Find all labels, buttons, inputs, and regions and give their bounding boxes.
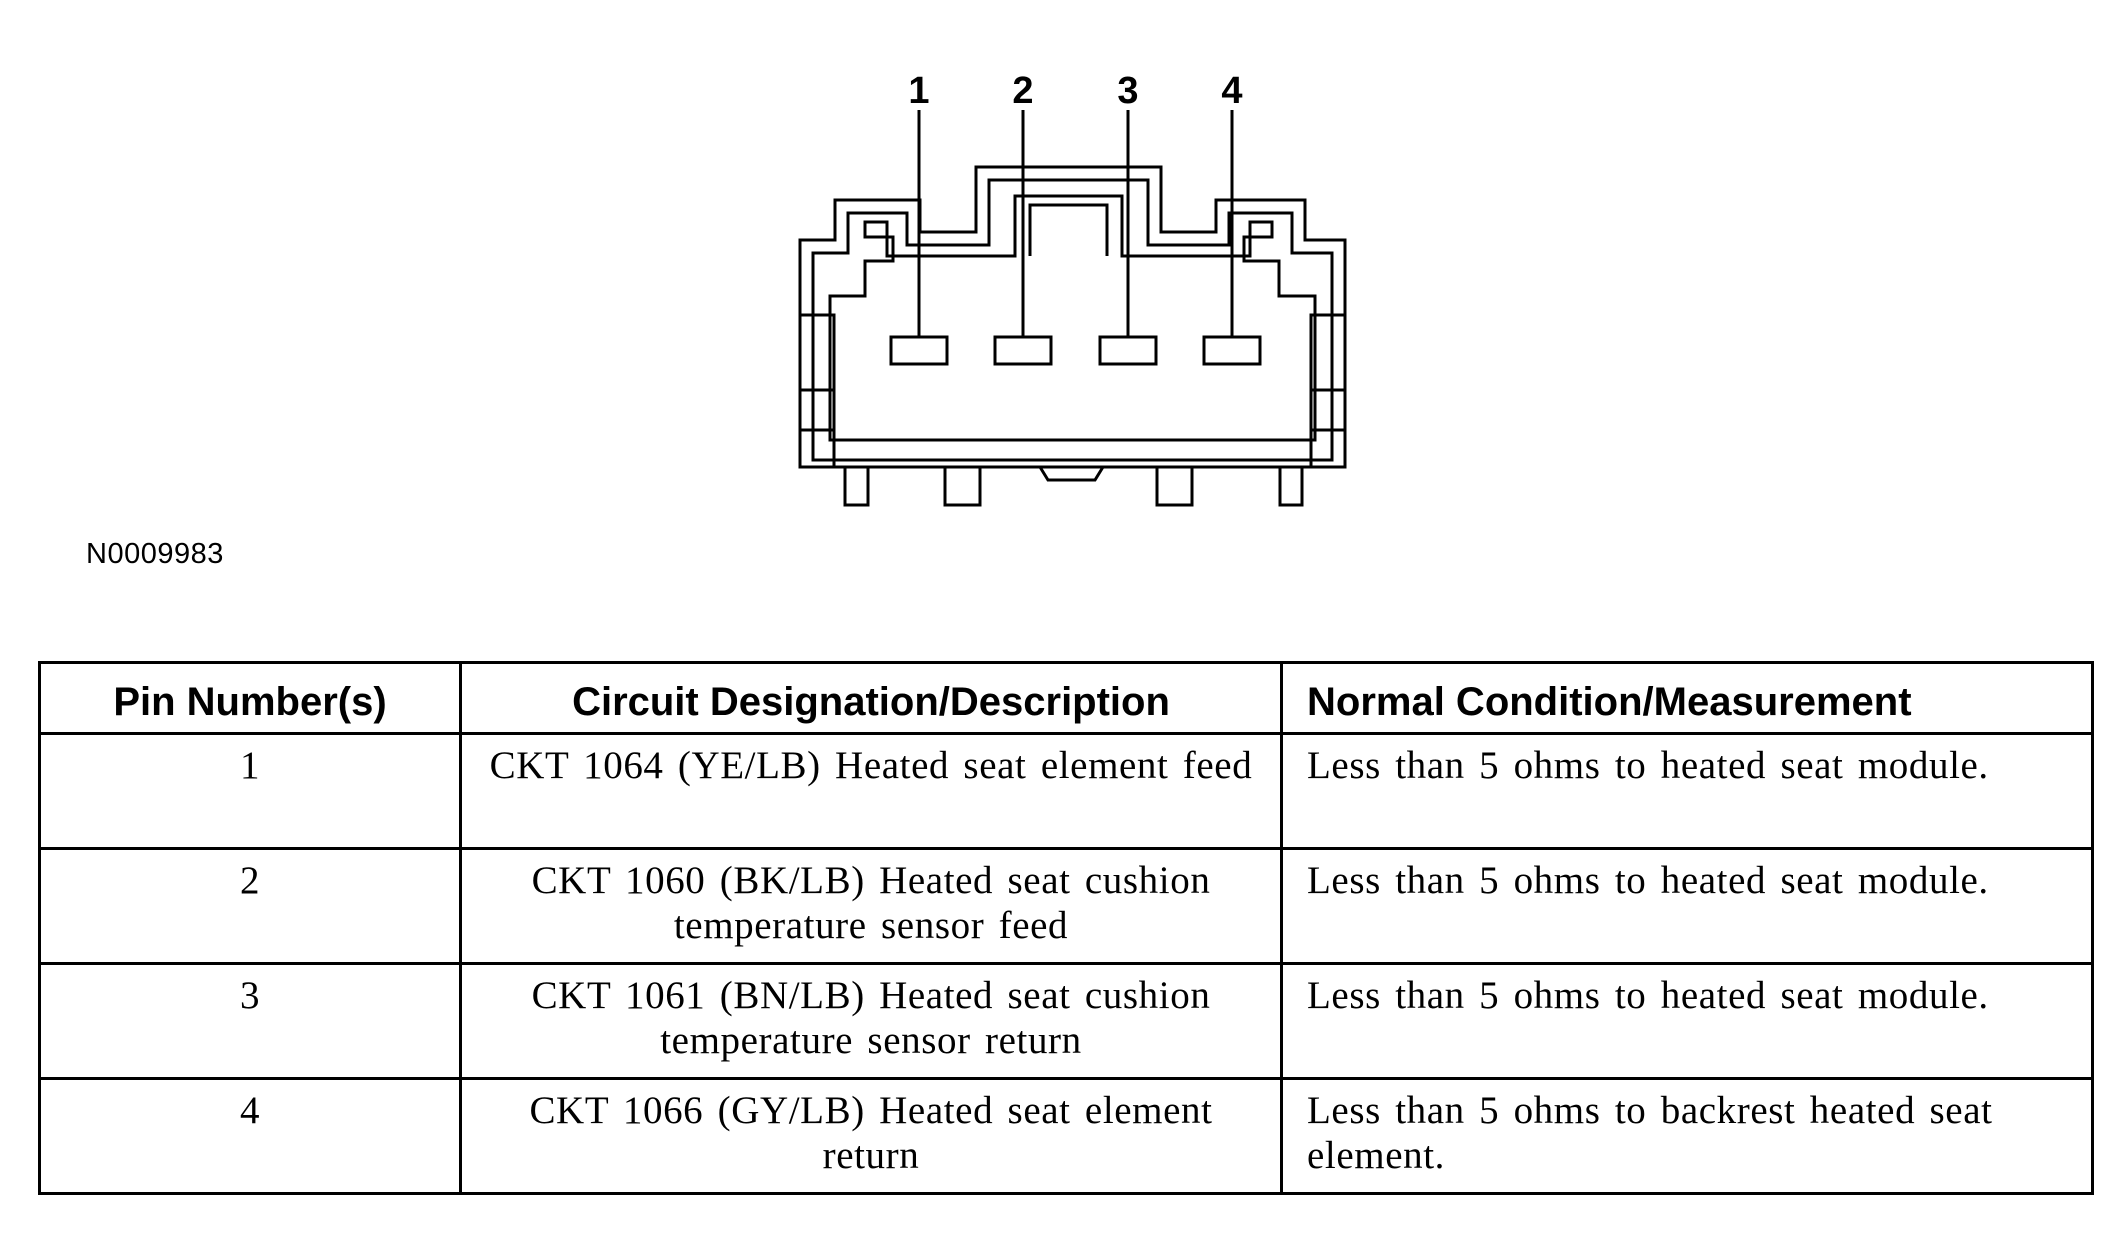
- cell-circuit: CKT 1066 (GY/LB) Heated seat element ret…: [459, 1077, 1283, 1195]
- pin-label-1: 1: [908, 70, 929, 112]
- cell-pin: 1: [38, 732, 462, 850]
- cell-pin: 3: [38, 962, 462, 1080]
- cell-condition: Less than 5 ohms to heated seat module.: [1280, 732, 2094, 850]
- pin-terminal-2: [993, 335, 1053, 366]
- pin-terminal-4: [1202, 335, 1262, 366]
- header-condition: Normal Condition/Measurement: [1280, 661, 2094, 735]
- pin-terminal-3: [1098, 335, 1158, 366]
- connector-bottom-key: [1038, 466, 1105, 482]
- connector-side-latch-left: [800, 313, 836, 467]
- connector-key: [1013, 196, 1124, 256]
- pin-label-3: 3: [1117, 70, 1138, 112]
- cell-pin: 2: [38, 847, 462, 965]
- pin-label-4: 4: [1221, 70, 1242, 112]
- connector-cavity: [828, 194, 1317, 442]
- cell-condition: Less than 5 ohms to heated seat module.: [1280, 962, 2094, 1080]
- table-row: 1 CKT 1064 (YE/LB) Heated seat element f…: [38, 732, 2094, 850]
- header-pin-number: Pin Number(s): [38, 661, 462, 735]
- connector-foot-4: [1278, 467, 1304, 507]
- connector-side-latch-right: [1309, 313, 1345, 467]
- cell-condition: Less than 5 ohms to heated seat module.: [1280, 847, 2094, 965]
- connector-face-diagram: 1 2 3 4: [798, 70, 1347, 507]
- table-row: 3 CKT 1061 (BN/LB) Heated seat cushion t…: [38, 962, 2094, 1080]
- connector-inner-outline: [811, 178, 1334, 462]
- table-header-row: Pin Number(s) Circuit Designation/Descri…: [38, 661, 2094, 735]
- cell-circuit: CKT 1060 (BK/LB) Heated seat cushion tem…: [459, 847, 1283, 965]
- connector-outer-housing: [798, 165, 1347, 469]
- cell-circuit: CKT 1061 (BN/LB) Heated seat cushion tem…: [459, 962, 1283, 1080]
- pin-terminal-1: [889, 335, 949, 366]
- cell-circuit: CKT 1064 (YE/LB) Heated seat element fee…: [459, 732, 1283, 850]
- connector-foot-3: [1155, 467, 1194, 507]
- pin-label-2: 2: [1012, 70, 1033, 112]
- cell-condition: Less than 5 ohms to backrest heated seat…: [1280, 1077, 2094, 1195]
- pin-table: Pin Number(s) Circuit Designation/Descri…: [38, 661, 2094, 1195]
- header-circuit: Circuit Designation/Description: [459, 661, 1283, 735]
- figure-id: N0009983: [86, 538, 224, 570]
- connector-foot-2: [943, 467, 982, 507]
- table-row: 4 CKT 1066 (GY/LB) Heated seat element r…: [38, 1077, 2094, 1195]
- connector-foot-1: [843, 467, 870, 507]
- table-row: 2 CKT 1060 (BK/LB) Heated seat cushion t…: [38, 847, 2094, 965]
- cell-pin: 4: [38, 1077, 462, 1195]
